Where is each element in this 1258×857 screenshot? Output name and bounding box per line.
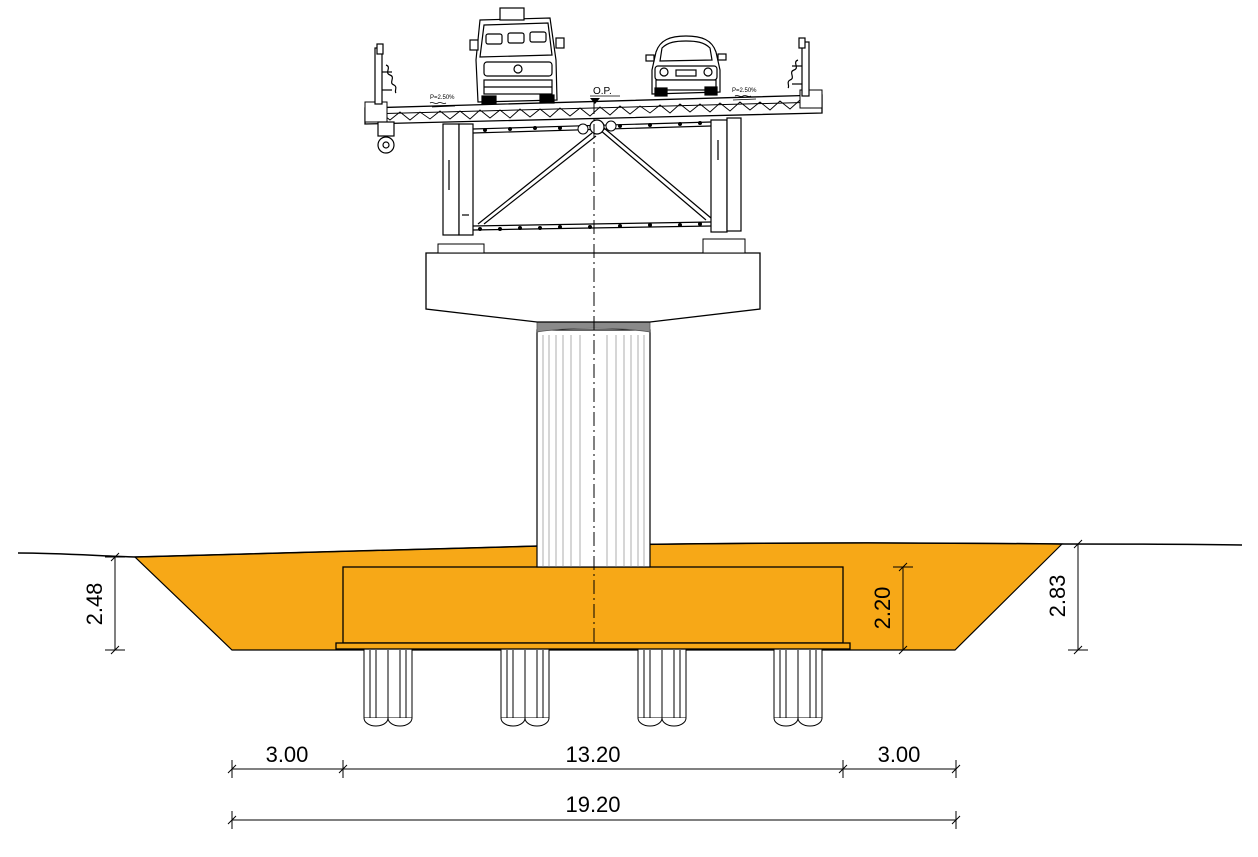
piles [363,647,823,727]
steel-girders [442,117,742,236]
pile-2 [500,647,550,727]
dim-footing-height [893,562,913,655]
dim-excavation-right [1068,539,1088,655]
dim-label-offset-right: 3.00 [878,742,921,767]
slope-label-left: P=2.50% [430,95,455,101]
van-icon [469,7,565,105]
railing-left [374,43,397,105]
center-node [589,119,605,135]
pier-cap [425,252,761,323]
dim-label-total-width: 19.20 [565,792,620,817]
slope-marker-left: P=2.50% [429,95,455,108]
drain-pipe [377,121,395,154]
slope-marker-right: P=2.50% [732,88,757,101]
lean-concrete-slab [335,642,851,650]
footing [342,566,844,644]
pile-1 [363,647,413,727]
car-icon [645,35,727,97]
pile-4 [773,647,823,727]
cross-frame-bolts [478,121,702,231]
dim-label-excavation-left: 2.48 [82,583,107,626]
bearing-left [437,243,485,254]
dim-label-excavation-right: 2.83 [1045,575,1070,618]
dim-row-2 [227,811,961,829]
dim-row-1 [227,760,961,778]
slope-label-right: P=2.50% [732,88,757,94]
railing-right [787,37,810,97]
axis-marker: O.P. [590,86,620,104]
dim-label-footing-width: 13.20 [565,742,620,767]
pile-3 [637,647,687,727]
dim-label-offset-left: 3.00 [266,742,309,767]
cross-frame [472,121,712,231]
dim-label-footing-height: 2.20 [870,587,895,630]
bearing-right [702,238,746,254]
dim-excavation-left [105,552,125,655]
axis-label: O.P. [593,86,612,97]
